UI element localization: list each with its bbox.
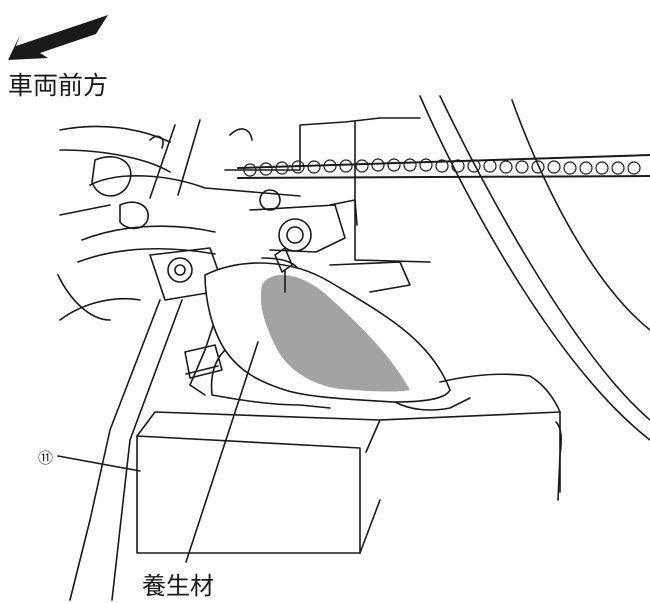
drive-chain bbox=[237, 154, 650, 179]
callout-number: ⑪ bbox=[38, 449, 54, 467]
arrow-lower-left-icon bbox=[8, 15, 108, 60]
vehicle-front-label: 車両前方 bbox=[8, 71, 109, 100]
protective-material-label: 養生材 bbox=[142, 572, 214, 600]
engine-frame bbox=[57, 117, 431, 321]
callout-leader-line bbox=[57, 455, 141, 472]
protective-material bbox=[204, 247, 561, 413]
support-block bbox=[136, 411, 562, 554]
rear-wheel bbox=[419, 95, 650, 441]
center-stand bbox=[69, 247, 226, 601]
material-leader-line bbox=[185, 341, 259, 563]
